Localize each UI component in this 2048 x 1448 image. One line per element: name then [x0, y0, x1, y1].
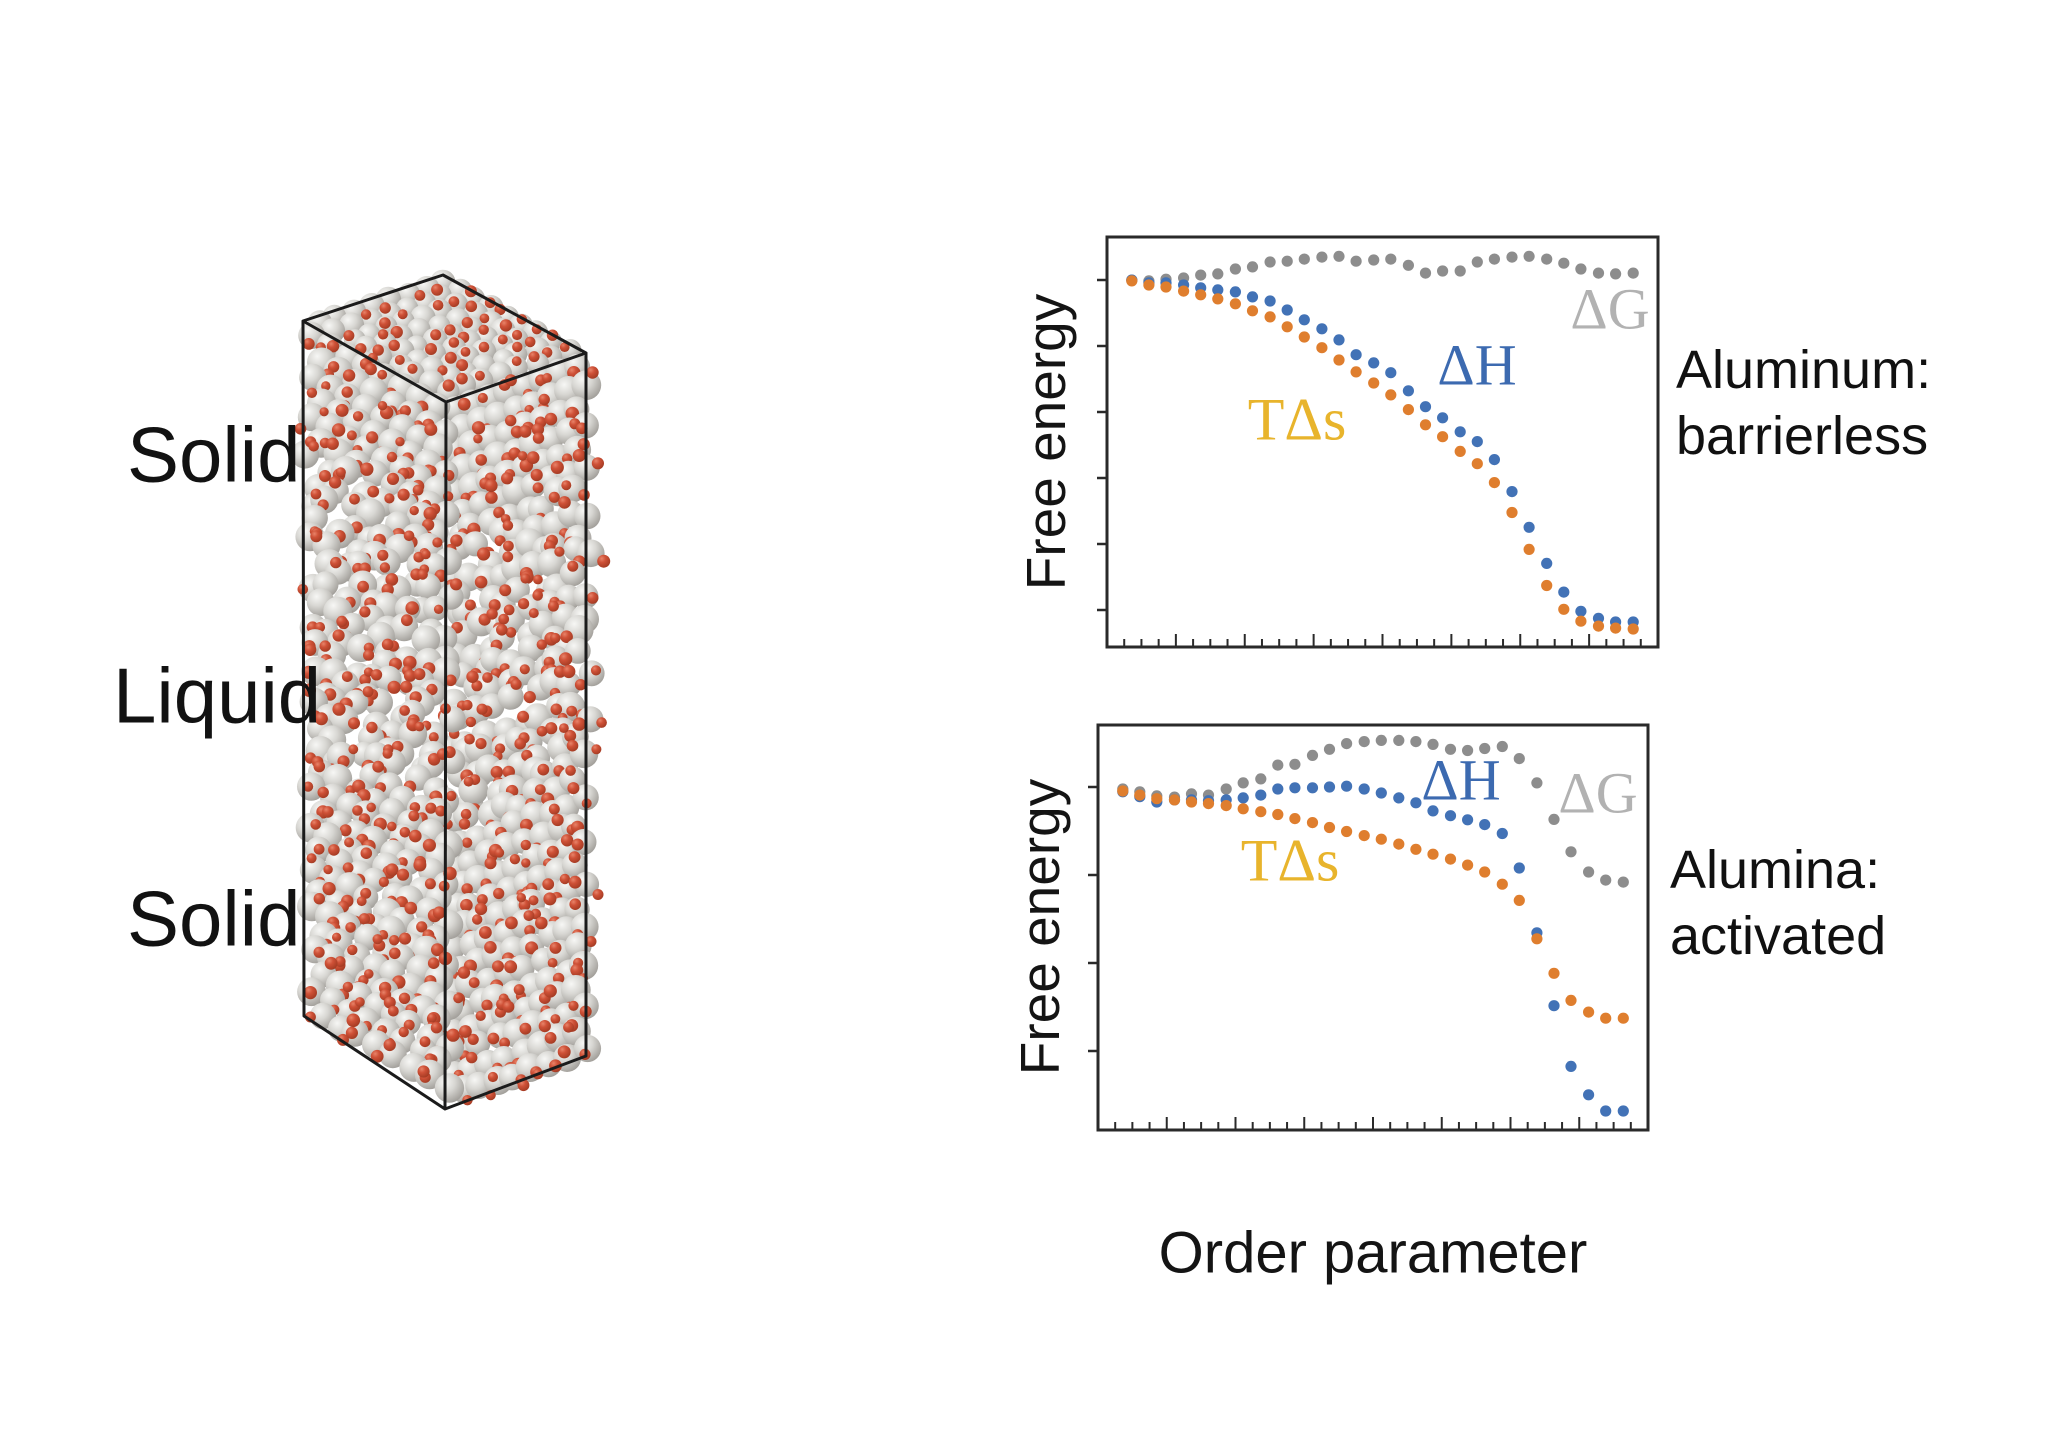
- series-ΔH: [1117, 780, 1629, 1117]
- phase-label-liquid: Liquid: [113, 651, 322, 740]
- phase-label-solid-bottom: Solid: [127, 874, 301, 963]
- series-ΔH: [1126, 274, 1639, 628]
- caption-aluminum-line2: barrierless: [1676, 405, 1929, 466]
- free-energy-axis-label-bottom: Free energy: [1009, 778, 1071, 1076]
- tds-series-label-top: TΔs: [1247, 386, 1347, 453]
- simulation-box-edges: [301, 273, 588, 1111]
- series-TΔs: [1117, 785, 1629, 1024]
- caption-alumina-line1: Alumina:: [1670, 840, 1881, 900]
- chart-alumina: [1088, 723, 1650, 1132]
- caption-aluminum: Aluminum: barrierless: [1676, 338, 1931, 470]
- dg-series-label-top: ΔG: [1570, 276, 1650, 342]
- dg-series-label-bottom: ΔG: [1558, 760, 1638, 826]
- dh-series-label-bottom: ΔH: [1421, 747, 1501, 813]
- series-TΔs: [1126, 275, 1639, 635]
- series-ΔG: [1126, 250, 1639, 287]
- tds-series-label-bottom: TΔs: [1240, 827, 1340, 894]
- chart-aluminum: [1097, 235, 1660, 649]
- phase-label-solid-top: Solid: [127, 410, 301, 499]
- caption-alumina: Alumina: activated: [1670, 838, 1886, 970]
- order-parameter-axis-label: Order parameter: [1158, 1220, 1588, 1286]
- caption-alumina-line2: activated: [1670, 905, 1887, 966]
- series-ΔG: [1117, 734, 1629, 888]
- atoms-group: [290, 269, 611, 1106]
- dh-series-label-top: ΔH: [1437, 332, 1517, 398]
- caption-aluminum-line1: Aluminum:: [1676, 340, 1932, 400]
- free-energy-axis-label-top: Free energy: [1015, 293, 1077, 591]
